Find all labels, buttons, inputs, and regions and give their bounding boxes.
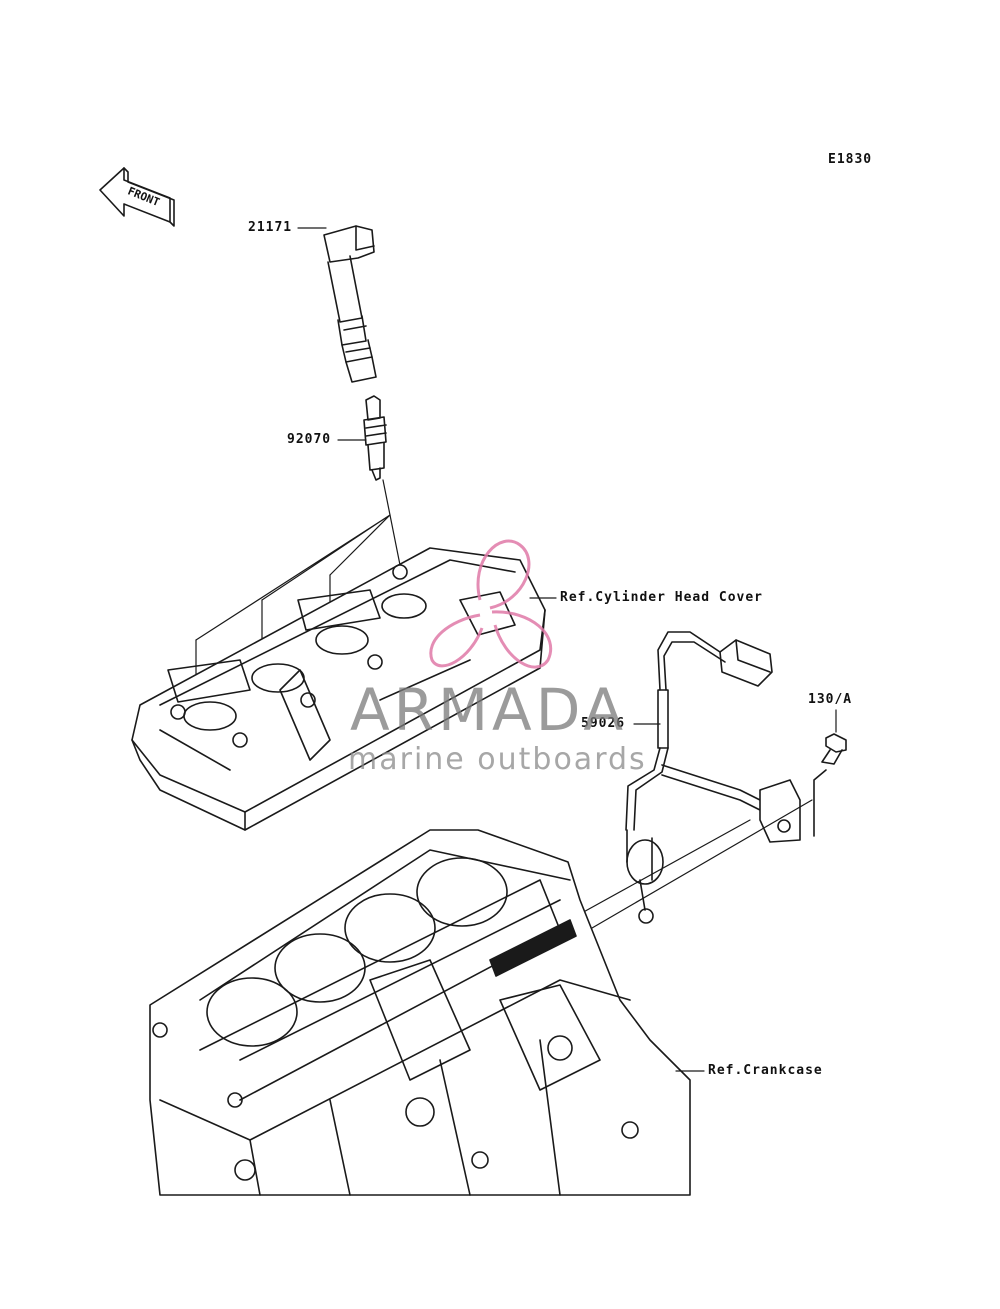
part-label-130a: 130/A — [808, 692, 853, 707]
front-arrow-icon: FRONT — [99, 167, 175, 227]
ignition-coil-part — [323, 225, 377, 383]
diagram-code: E1830 — [828, 152, 873, 167]
watermark-brand: ARMADA — [350, 676, 628, 744]
sensor-harness-part — [625, 631, 801, 924]
armada-logo-icon — [429, 539, 553, 669]
crankcase-part — [149, 829, 691, 1196]
ref-label-cylinder-head-cover: Ref.Cylinder Head Cover — [560, 590, 764, 605]
bolt-part — [813, 733, 847, 837]
ref-label-crankcase: Ref.Crankcase — [708, 1063, 823, 1078]
watermark-tagline: marine outboards — [348, 742, 647, 777]
part-label-92070: 92070 — [287, 432, 332, 447]
cylinder-head-cover-part — [131, 547, 546, 831]
part-label-21171: 21171 — [248, 220, 293, 235]
spark-plug-part — [363, 395, 387, 481]
part-label-59026: 59026 — [581, 716, 626, 731]
